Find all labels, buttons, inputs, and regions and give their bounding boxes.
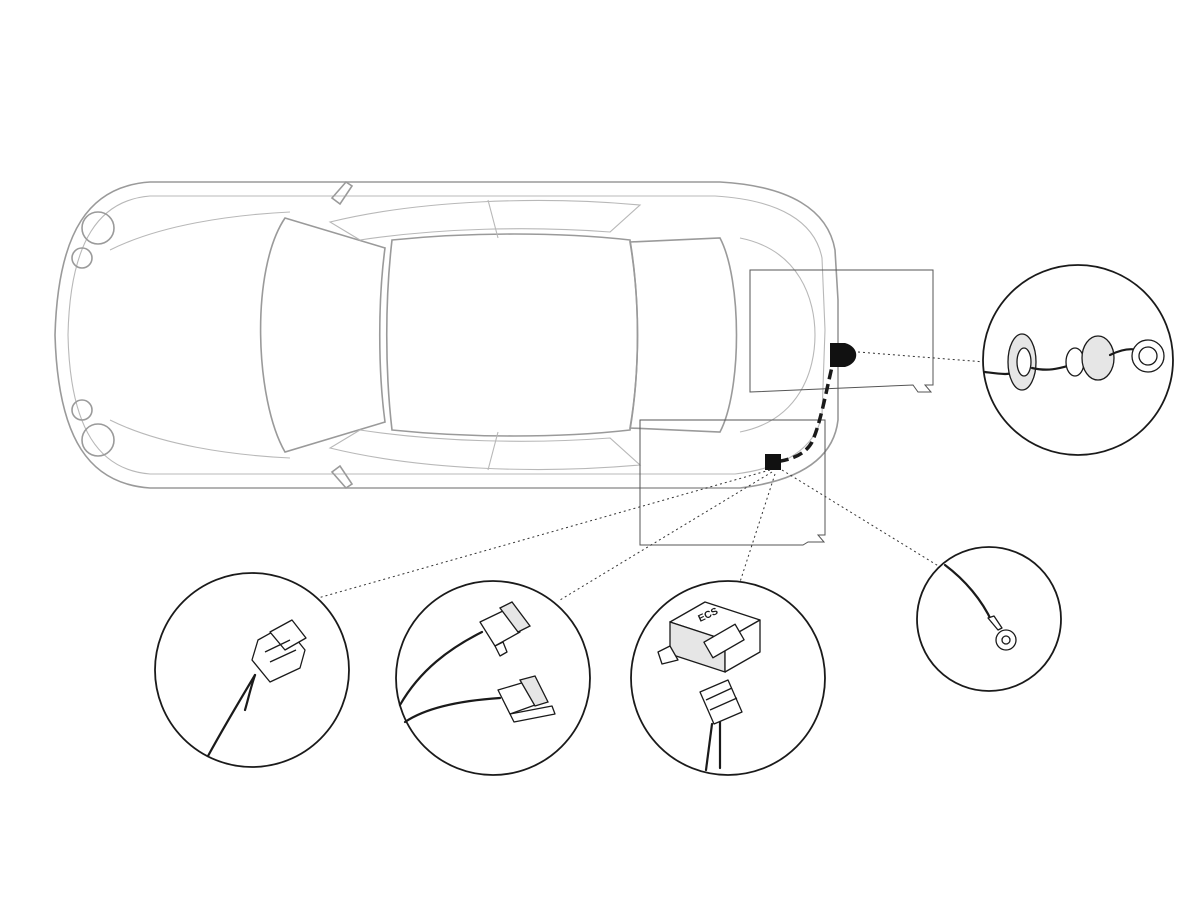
hood-line-bottom bbox=[109, 419, 291, 459]
leader-control-module bbox=[739, 473, 776, 583]
connector-lower-base bbox=[509, 705, 556, 723]
inset-frames bbox=[639, 269, 934, 546]
connector-cable-upper bbox=[398, 630, 484, 707]
car-body-inner bbox=[67, 195, 826, 475]
ground-cable bbox=[943, 563, 994, 624]
detail-light-connectors bbox=[395, 580, 591, 776]
trunk-line bbox=[739, 237, 816, 433]
side-window-top bbox=[328, 199, 642, 241]
leader-tow-socket bbox=[857, 351, 986, 363]
harness-route bbox=[774, 354, 837, 464]
connector-upper-cap bbox=[499, 601, 531, 633]
connector-lower-cap bbox=[519, 675, 549, 707]
wiring-route bbox=[765, 343, 857, 470]
socket-grommet bbox=[1065, 347, 1085, 377]
module-marker bbox=[765, 454, 781, 470]
b-pillar-top bbox=[487, 199, 499, 239]
leader-ground-lug bbox=[781, 469, 946, 571]
module-socket bbox=[703, 623, 745, 659]
headlight-left-inner bbox=[71, 247, 93, 269]
ring-terminal-icon bbox=[943, 563, 1017, 651]
ground-ring-hole bbox=[1001, 635, 1011, 645]
detail-tow-socket bbox=[982, 264, 1174, 456]
module-plug-cable bbox=[704, 722, 714, 772]
plug-cable bbox=[206, 673, 257, 758]
module-side bbox=[724, 619, 761, 673]
module-plug-rib-1 bbox=[705, 687, 733, 701]
rear-window bbox=[629, 237, 738, 433]
leader-lines bbox=[317, 351, 986, 601]
plug-body-front bbox=[269, 619, 307, 651]
tow-socket-icon bbox=[983, 333, 1165, 391]
mirror-left bbox=[330, 180, 354, 206]
ground-crimp bbox=[987, 615, 1003, 631]
plug-rib-2 bbox=[269, 649, 297, 663]
plug-rib-1 bbox=[264, 639, 291, 653]
module-mount-tab bbox=[657, 645, 679, 665]
inset-frame-lower bbox=[639, 419, 826, 546]
windshield bbox=[259, 217, 386, 453]
detail-circle-vehicle-plug bbox=[154, 572, 350, 768]
connector-plug-icon bbox=[206, 619, 307, 758]
car-top-view bbox=[54, 180, 839, 490]
detail-control-module: ECS bbox=[630, 580, 826, 776]
roof bbox=[385, 233, 639, 437]
detail-ground-lug bbox=[916, 546, 1062, 692]
leader-light-connectors bbox=[559, 471, 773, 601]
car-body-outline bbox=[54, 181, 839, 489]
socket-marker bbox=[830, 343, 857, 367]
detail-circle-light-connectors bbox=[395, 580, 591, 776]
hood-line-top bbox=[109, 211, 291, 251]
socket-plug-face-inner bbox=[1138, 346, 1158, 366]
light-connector-pair-icon bbox=[398, 601, 556, 724]
headlight-right-inner bbox=[71, 399, 93, 421]
plug-wire-2 bbox=[243, 673, 257, 712]
connector-cable-lower bbox=[403, 696, 502, 724]
inset-frame-upper bbox=[749, 269, 934, 393]
control-module-icon: ECS bbox=[657, 601, 761, 772]
headlight-right bbox=[81, 423, 115, 457]
leader-vehicle-plug bbox=[317, 469, 771, 599]
detail-vehicle-plug bbox=[154, 572, 350, 768]
socket-flange-inner bbox=[1016, 347, 1032, 377]
b-pillar-bottom bbox=[487, 431, 499, 471]
socket-cap bbox=[1081, 335, 1115, 381]
module-plug bbox=[699, 679, 743, 725]
module-plug-rib-2 bbox=[709, 697, 738, 711]
mirror-right bbox=[330, 464, 354, 490]
headlight-left bbox=[81, 211, 115, 245]
connector-upper-tab bbox=[494, 641, 508, 657]
